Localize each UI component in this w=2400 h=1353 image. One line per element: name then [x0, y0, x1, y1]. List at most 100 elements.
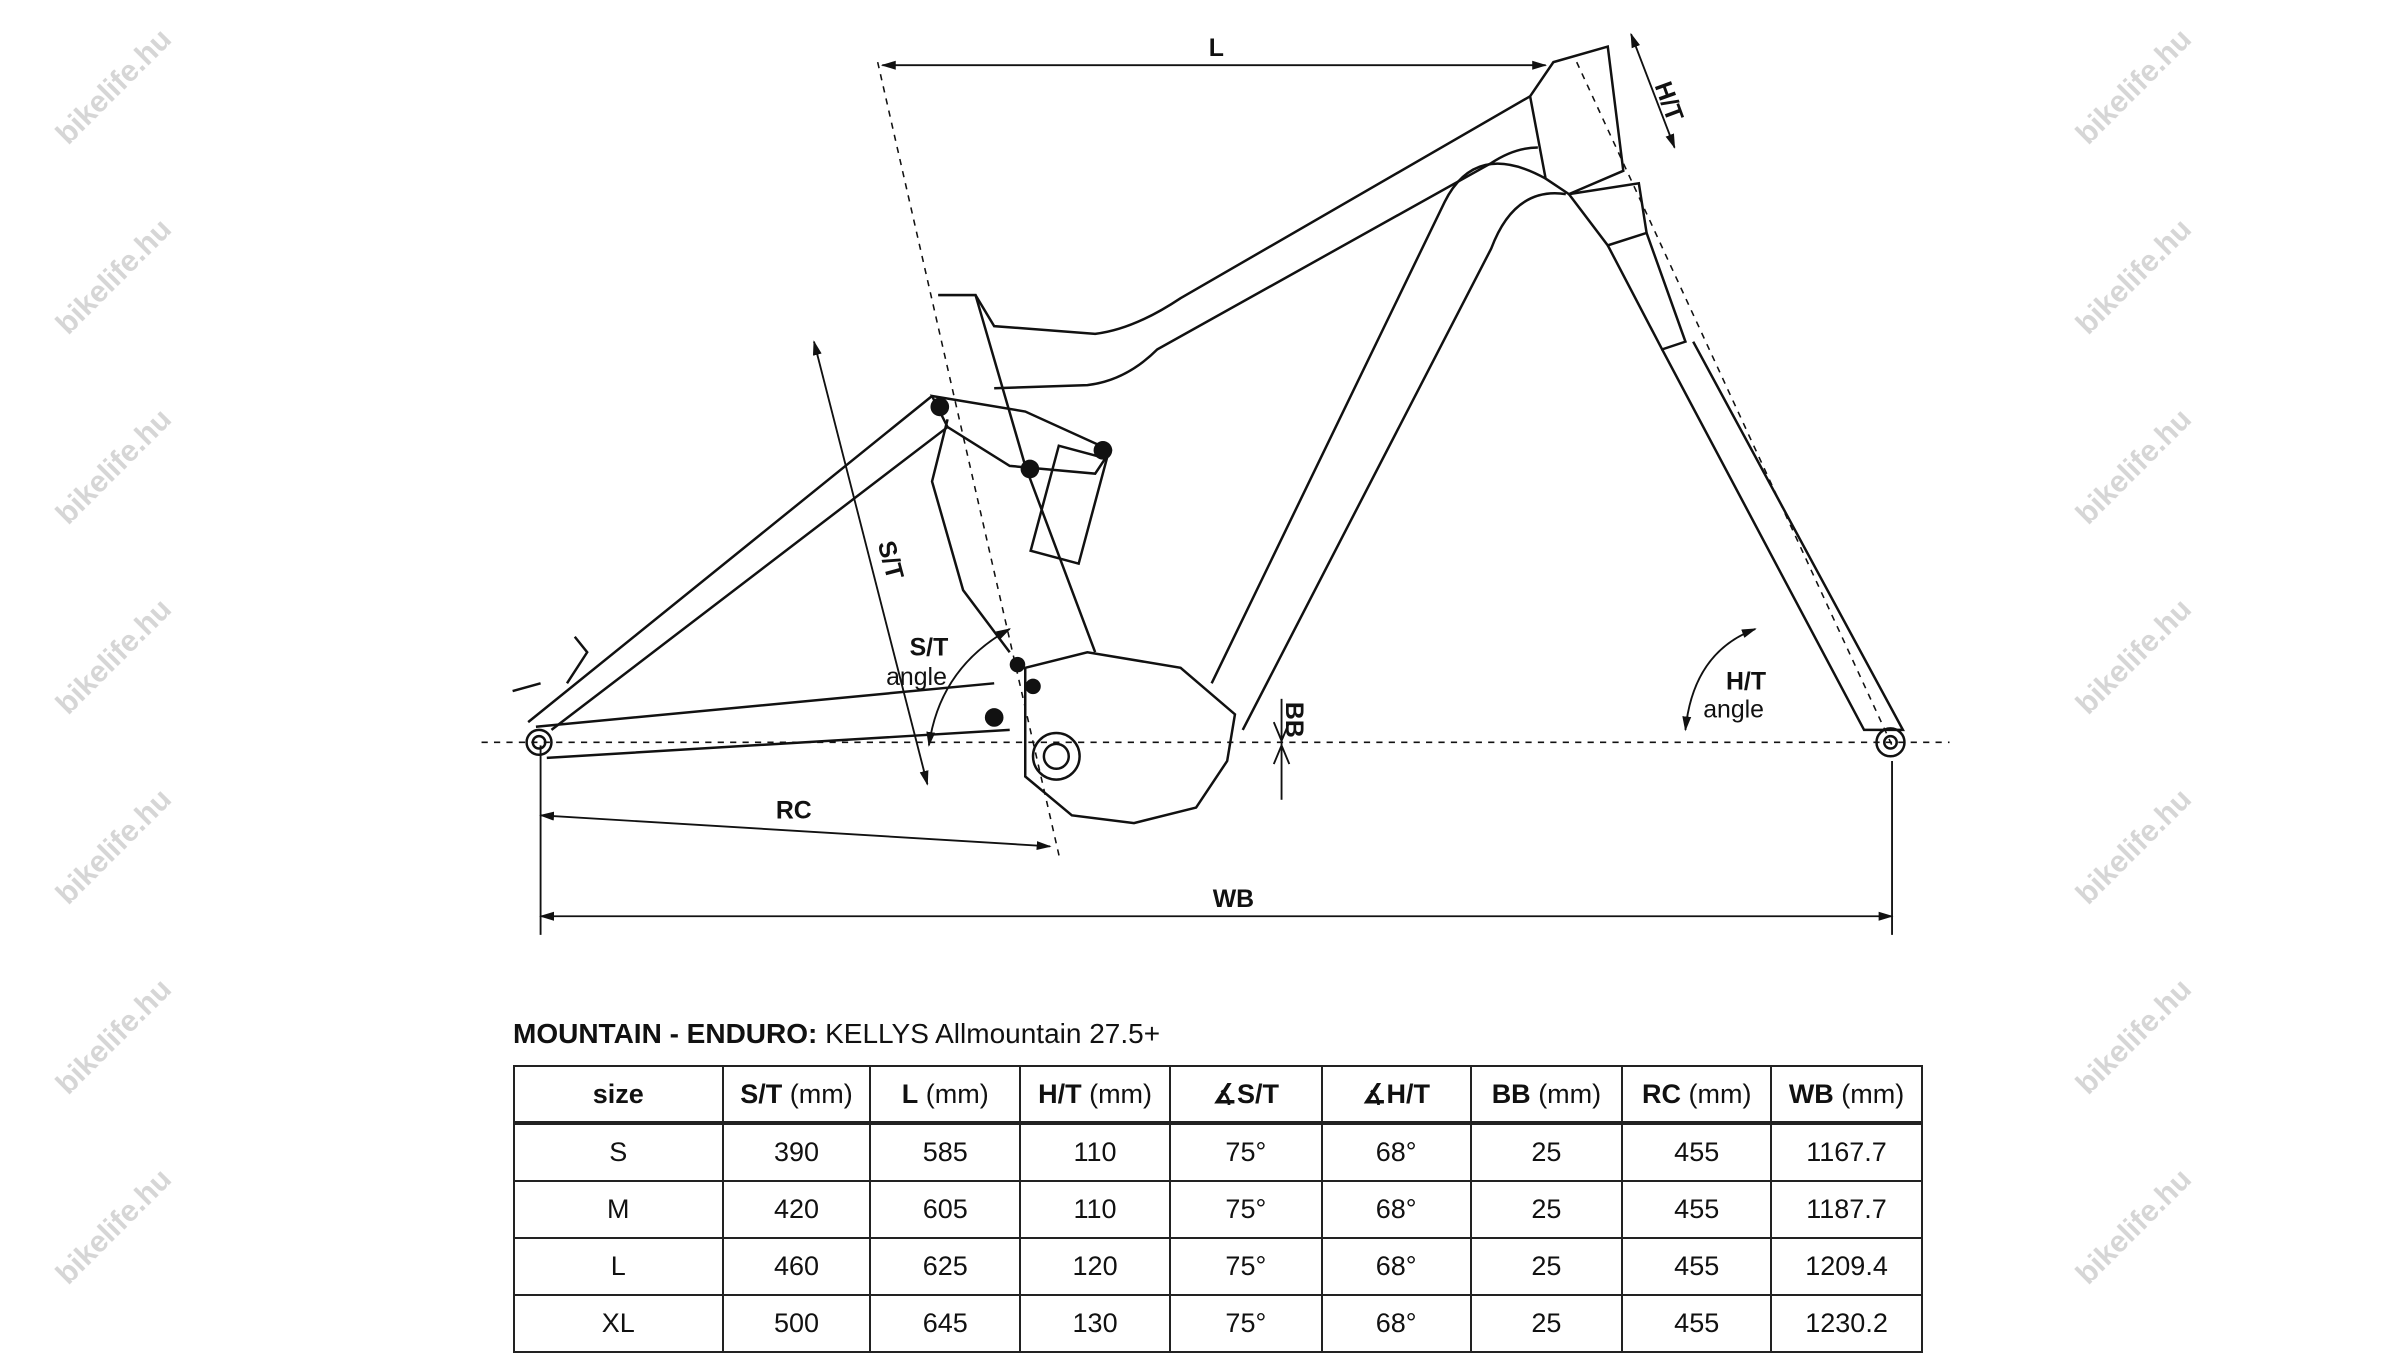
table-cell: 1209.4: [1770, 1237, 1923, 1296]
head-tube: [1528, 44, 1625, 196]
HT-label: H/T: [1649, 78, 1688, 125]
column-header-unit: (mm): [1680, 1078, 1752, 1109]
fork-crown: [1566, 181, 1648, 247]
table-cell: 455: [1621, 1122, 1773, 1182]
column-header-name: ∡H/T: [1362, 1078, 1430, 1109]
column-header: size: [513, 1065, 724, 1125]
rocker-link: [929, 394, 1113, 475]
table-cell: 455: [1621, 1180, 1773, 1239]
table-cell: 455: [1621, 1294, 1773, 1353]
seat-tube: [938, 293, 1097, 653]
table-cell: 605: [869, 1180, 1022, 1239]
table-cell: 110: [1019, 1122, 1171, 1182]
column-header-unit: (mm): [1530, 1078, 1602, 1109]
table-cell: 460: [721, 1237, 872, 1296]
column-header-unit: (mm): [1081, 1078, 1153, 1109]
fork-stanchion: [1606, 232, 1688, 351]
table-cell: 68°: [1320, 1180, 1472, 1239]
table-cell: 110: [1019, 1180, 1171, 1239]
column-header: WB (mm): [1770, 1065, 1923, 1125]
table-cell: 68°: [1320, 1294, 1472, 1353]
RC-dimension: [539, 811, 1052, 851]
table-cell: 500: [721, 1294, 872, 1353]
fork-axis: [1575, 61, 1893, 746]
table-cell: 585: [869, 1122, 1022, 1182]
size-cell: S: [513, 1122, 724, 1182]
WB-label: WB: [1213, 886, 1254, 913]
ST-dimension: [812, 340, 929, 786]
table-cell: 25: [1469, 1180, 1624, 1239]
column-header-name: S/T: [740, 1078, 783, 1109]
column-header-name: RC: [1641, 1078, 1681, 1109]
column-header-name: BB: [1491, 1078, 1531, 1109]
table-cell: 1167.7: [1770, 1122, 1923, 1182]
chainstay: [535, 682, 1010, 760]
HT-angle-label-2: angle: [1703, 696, 1764, 723]
column-header: BB (mm): [1469, 1065, 1624, 1125]
HT-dimension: [1630, 32, 1676, 149]
column-header: RC (mm): [1621, 1065, 1773, 1125]
table-cell: 75°: [1168, 1237, 1323, 1296]
table-cell: 1230.2: [1770, 1294, 1923, 1353]
column-header-name: H/T: [1038, 1078, 1082, 1109]
HT-angle-label-1: H/T: [1726, 669, 1766, 696]
column-header-unit: (mm): [1833, 1078, 1905, 1109]
column-header: ∡S/T: [1168, 1065, 1323, 1125]
down-tube-inner: [1241, 192, 1567, 731]
column-header: H/T (mm): [1019, 1065, 1171, 1125]
column-header: L (mm): [869, 1065, 1022, 1125]
motor-housing: [1024, 650, 1237, 825]
column-header-name: ∡S/T: [1212, 1078, 1279, 1109]
column-header: S/T (mm): [721, 1065, 872, 1125]
table-cell: 625: [869, 1237, 1022, 1296]
top-tube: [938, 95, 1531, 336]
L-label: L: [1209, 35, 1224, 62]
table-cell: 68°: [1320, 1122, 1472, 1182]
fork-lower: [1661, 341, 1905, 732]
column-header-unit: (mm): [918, 1078, 989, 1109]
size-cell: XL: [513, 1294, 724, 1353]
table-cell: 455: [1621, 1237, 1773, 1296]
table-cell: 75°: [1168, 1180, 1323, 1239]
column-header-unit: (mm): [782, 1078, 853, 1109]
BB-label: BB: [1280, 702, 1307, 738]
rear-axle: [525, 728, 553, 756]
table-cell: 68°: [1320, 1237, 1472, 1296]
front-axle: [1875, 727, 1906, 758]
table-cell: 75°: [1168, 1122, 1323, 1182]
down-tube: [1210, 162, 1547, 684]
table-cell: 25: [1469, 1237, 1624, 1296]
bottom-bracket: [1031, 731, 1081, 781]
ST-angle-arc: [926, 628, 1012, 747]
top-tube-lower: [994, 146, 1538, 390]
size-cell: M: [513, 1180, 724, 1239]
column-header-name: WB: [1788, 1078, 1834, 1109]
HT-angle-arc: [1682, 628, 1757, 732]
ST-angle-label-2: angle: [886, 664, 947, 691]
table-cell: 120: [1019, 1237, 1171, 1296]
table-cell: 25: [1469, 1122, 1624, 1182]
column-header-name: size: [592, 1078, 644, 1109]
RC-label: RC: [776, 797, 812, 824]
rear-shock: [1029, 444, 1109, 566]
table-cell: 25: [1469, 1294, 1624, 1353]
table-cell: 645: [869, 1294, 1022, 1353]
ST-label: S/T: [872, 538, 908, 582]
table-cell: 390: [721, 1122, 872, 1182]
ST-angle-label-1: S/T: [910, 634, 949, 661]
table-cell: 75°: [1168, 1294, 1323, 1353]
table-cell: 1187.7: [1770, 1180, 1923, 1239]
category-label: MOUNTAIN - ENDURO:: [513, 1018, 818, 1049]
table-cell: 130: [1019, 1294, 1171, 1353]
model-label: KELLYS Allmountain 27.5+: [825, 1018, 1161, 1049]
column-header: ∡H/T: [1320, 1065, 1472, 1125]
table-cell: 420: [721, 1180, 872, 1239]
column-header-name: L: [901, 1078, 919, 1109]
